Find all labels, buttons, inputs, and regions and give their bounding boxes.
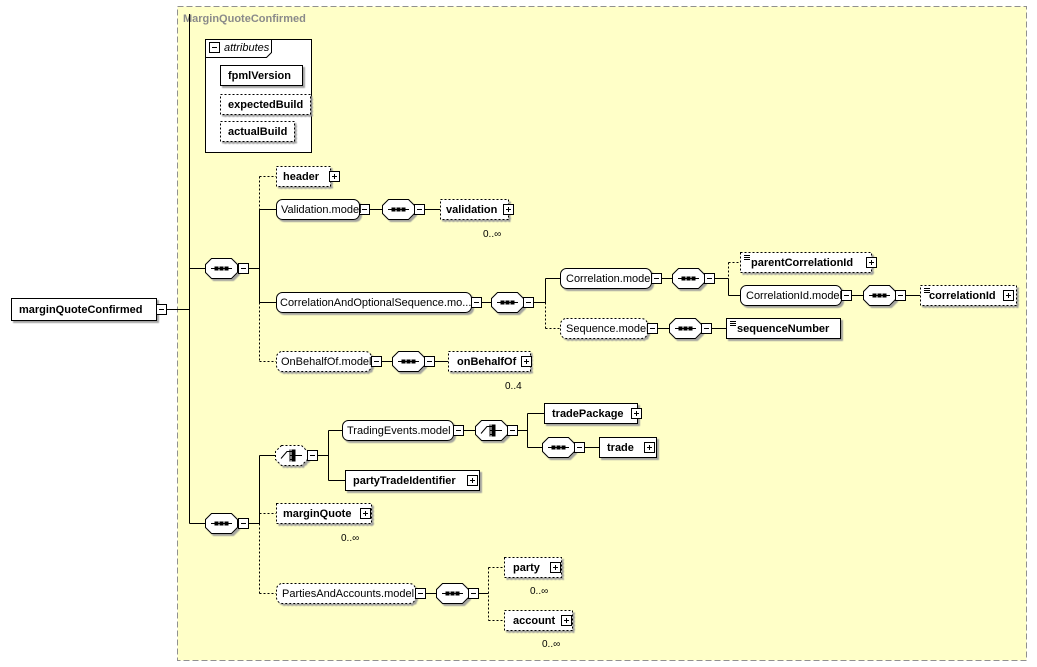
element-parent-correlation-id[interactable]: parentCorrelationId [751,257,853,269]
attribute-actualbuild[interactable]: actualBuild [228,126,287,138]
trading-events-model-collapse-icon[interactable] [453,425,464,436]
model-on-behalf-of[interactable]: OnBehalfOf.model [281,356,372,368]
model-parties-accounts[interactable]: PartiesAndAccounts.model [282,588,414,600]
sequence-model-collapse-icon[interactable] [647,323,658,334]
party-expand-icon[interactable] [550,562,561,573]
trade-seq-collapse-icon[interactable] [574,442,585,453]
element-party-trade-identifier[interactable]: partyTradeIdentifier [353,475,456,487]
cardinality-account: 0..∞ [542,639,560,650]
choice2-collapse-icon[interactable] [507,425,518,436]
attributes-collapse-icon[interactable] [209,42,220,53]
correlation-seq-model-collapse-icon[interactable] [471,297,482,308]
element-party[interactable]: party [513,562,541,574]
sequence-seq-collapse-icon[interactable] [701,323,712,334]
element-on-behalf-of[interactable]: onBehalfOf [457,356,517,368]
correlation-model-collapse-icon[interactable] [651,273,662,284]
cardinality-validation: 0..∞ [483,229,501,240]
correlation-id-expand-icon[interactable] [1003,290,1014,301]
cardinality-margin-quote: 0..∞ [341,533,359,544]
validation-seq-collapse-icon[interactable] [414,204,425,215]
model-correlation[interactable]: Correlation.model [566,273,653,285]
header-expand-icon[interactable] [329,171,340,182]
correlation-seq2-collapse-icon[interactable] [704,273,715,284]
choice1-collapse-icon[interactable] [307,450,318,461]
parties-accounts-model-collapse-icon[interactable] [415,588,426,599]
element-sequence-number[interactable]: sequenceNumber [737,323,830,335]
correlation-id-seq-collapse-icon[interactable] [895,290,906,301]
on-behalf-of-expand-icon[interactable] [521,356,532,367]
element-account[interactable]: account [513,615,556,627]
attributes-label: attributes [224,42,270,54]
trade-package-expand-icon[interactable] [631,408,642,419]
model-validation[interactable]: Validation.model [281,204,362,216]
seq1-collapse-icon[interactable] [238,263,249,274]
cardinality-party: 0..∞ [530,586,548,597]
element-validation[interactable]: validation [446,204,498,216]
seq2-collapse-icon[interactable] [238,518,249,529]
account-expand-icon[interactable] [561,615,572,626]
model-sequence[interactable]: Sequence.model [566,323,649,335]
model-trading-events[interactable]: TradingEvents.model [347,425,451,437]
parent-correlation-id-expand-icon[interactable] [866,257,877,268]
element-header[interactable]: header [283,171,320,183]
parties-accounts-seq-collapse-icon[interactable] [468,588,479,599]
cardinality-on-behalf-of: 0..4 [505,381,522,392]
root-element[interactable]: marginQuoteConfirmed [19,304,142,316]
element-correlation-id[interactable]: correlationId [929,290,996,302]
container-title: MarginQuoteConfirmed [183,13,306,25]
validation-expand-icon[interactable] [503,204,514,215]
element-trade[interactable]: trade [607,442,634,454]
party-trade-identifier-expand-icon[interactable] [467,475,478,486]
correlation-seq-collapse-icon[interactable] [523,297,534,308]
attribute-fpmlversion[interactable]: fpmlVersion [228,70,291,82]
element-margin-quote[interactable]: marginQuote [283,508,351,520]
element-trade-package[interactable]: tradePackage [552,408,624,420]
on-behalf-of-seq-collapse-icon[interactable] [424,356,435,367]
root-collapse-icon[interactable] [156,304,167,315]
model-correlation-id[interactable]: CorrelationId.model [746,290,842,302]
trade-expand-icon[interactable] [644,442,655,453]
model-correlation-sequence[interactable]: CorrelationAndOptionalSequence.mo... [280,297,471,309]
on-behalf-of-model-collapse-icon[interactable] [371,356,382,367]
margin-quote-expand-icon[interactable] [360,508,371,519]
attribute-expectedbuild[interactable]: expectedBuild [228,99,303,111]
correlation-id-model-collapse-icon[interactable] [841,290,852,301]
